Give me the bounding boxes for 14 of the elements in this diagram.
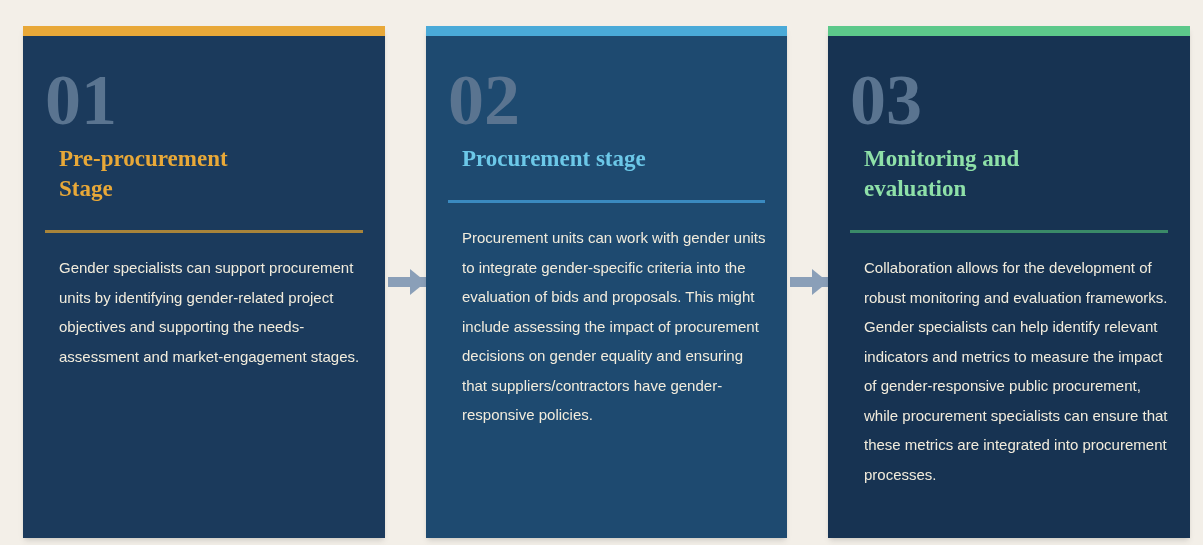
stage-description: Procurement units can work with gender units to integrate gender-specific criteria into the evaluation of bids and proposals. This might include assessing the impact of procurement decisions on gender equality and ensuring that suppliers/contractors have gender-responsive policies.	[462, 228, 767, 425]
stage-card	[426, 26, 787, 538]
stage-title: Pre-procurement Stage	[59, 145, 229, 203]
arrow	[790, 269, 828, 295]
step-number: 02	[448, 64, 520, 136]
step-number: 01	[45, 64, 117, 136]
stage-title: Monitoring and evaluation	[864, 145, 1021, 203]
stage-description: Collaboration allows for the development of robust monitoring and evaluation frameworks. Gender specialists can help identify relevant indicators and metrics to measure the impact of gender-responsive public procurement, while procurement specialists can ensure that these metrics are integrated into procurement processes.	[864, 258, 1169, 485]
step-number: 03	[850, 64, 922, 136]
stage-card	[23, 26, 385, 538]
stage-description: Gender specialists can support procurement units by identifying gender-related project objectives and supporting the needs-assessment and market-engagement stages.	[59, 258, 361, 367]
stage-card	[828, 26, 1190, 538]
arrow	[388, 269, 426, 295]
stage-title: Procurement stage	[462, 145, 647, 173]
